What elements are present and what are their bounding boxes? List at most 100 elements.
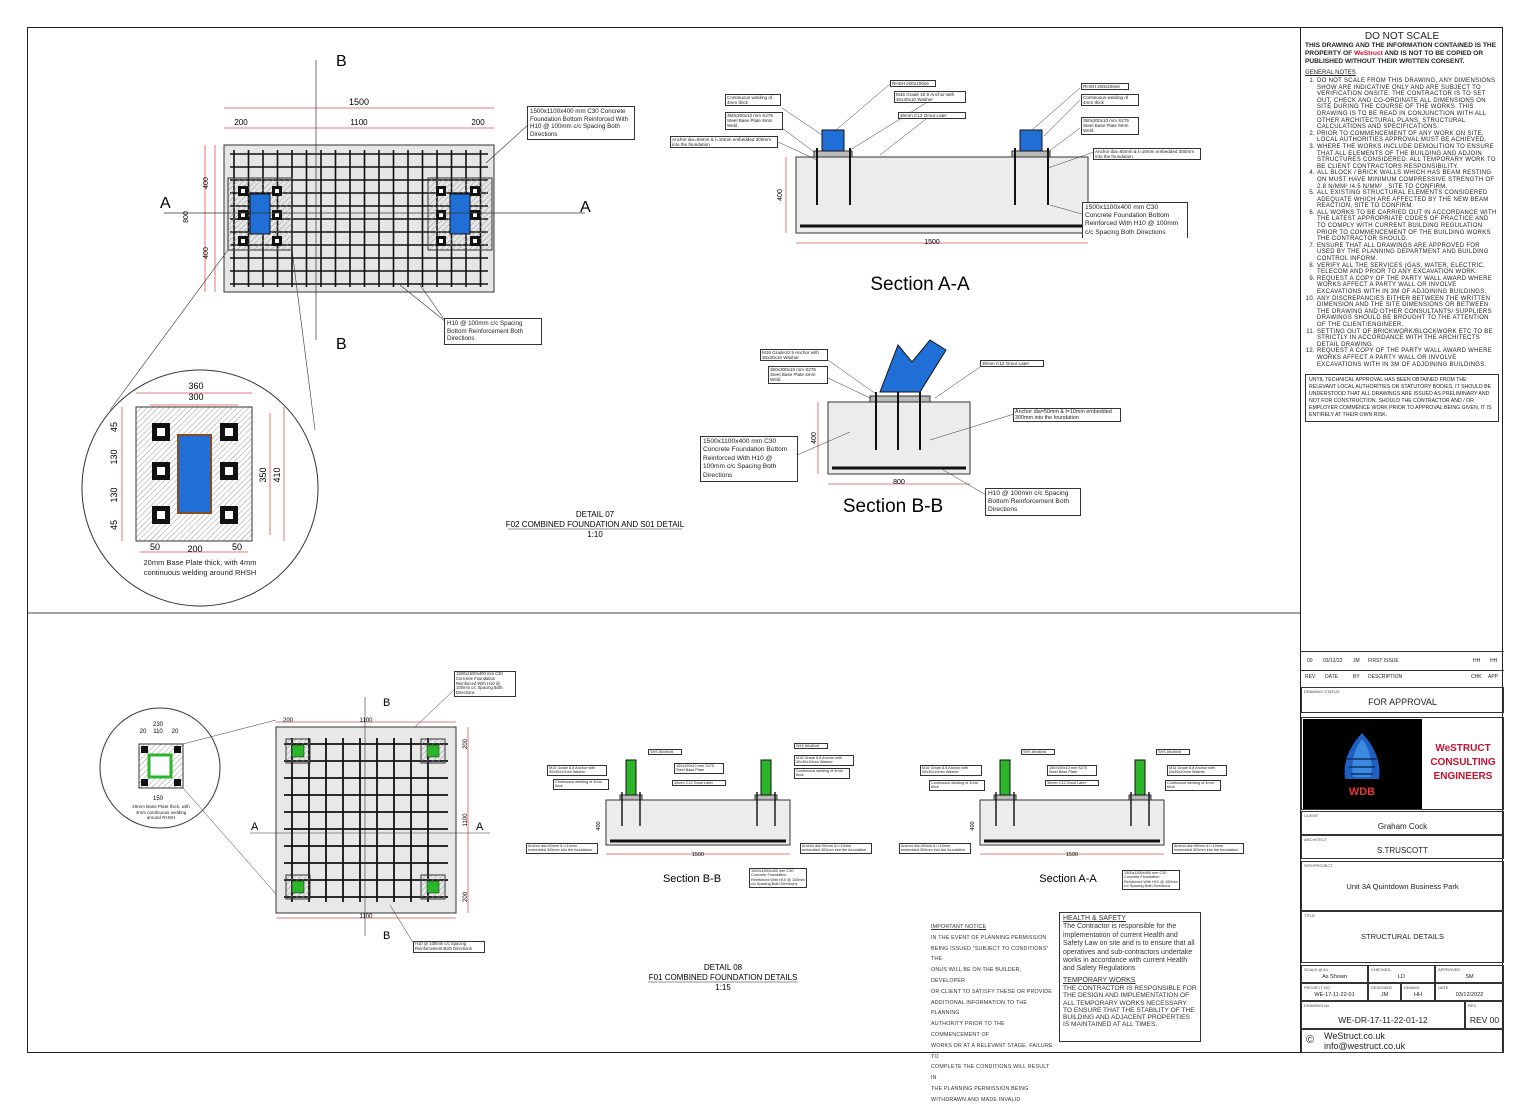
d07-sbb-foundation: 1500x1100x400 mm C30 Concrete Foundation… <box>700 436 798 482</box>
anchor-bolt-hole <box>157 467 165 475</box>
d07-rhs-left <box>249 193 271 235</box>
plate-dim-130b: 130 <box>109 487 119 502</box>
d08-dim-bottom: 1100 <box>360 914 374 920</box>
anchor-bolt-hole <box>275 239 279 243</box>
d08-saa-foundation: 1500x1500x400 mm C30 Concrete Foundation… <box>1122 870 1180 890</box>
scale-value: As Shown <box>1322 974 1347 980</box>
anchor-bolt-hole <box>439 189 443 193</box>
logo-icon: WDB <box>1344 733 1380 798</box>
date-cell: DATE 03/12/2022 <box>1435 983 1504 1001</box>
sp-dim-20a: 20 <box>140 729 147 735</box>
sp-dim-top: 230 <box>153 722 164 728</box>
rev-hdr-rev: REV <box>1305 674 1316 680</box>
project-no-value: WE-17-11-22-01 <box>1314 992 1355 998</box>
d07-saa-dim-width: 1500 <box>924 239 940 246</box>
drawing-sheet <box>27 27 1503 1053</box>
rev-label: REV <box>1468 1003 1477 1008</box>
anchor-bolt-hole <box>157 511 165 519</box>
d07-dim-h-bottom: 400 <box>203 247 210 259</box>
d07-saa-rhs-left-label: RHSH 200x100x6 <box>890 80 936 88</box>
drawing-no-cell: DRAWING No WE-DR-17-11-22-01-12 <box>1301 1001 1465 1029</box>
d07-sbb-anchor: Anchor dia=50mm & l=10mm embedded 300mm … <box>1013 408 1121 423</box>
d08-dim-top-left: 200 <box>283 718 294 724</box>
architect-cell: ARCHITECT S.TRUSCOTT <box>1301 835 1504 859</box>
anchor-bolt-hole <box>241 239 245 243</box>
hs-temp-title: TEMPORARY WORKS <box>1063 976 1136 984</box>
drawing-no-value: WE-DR-17-11-22-01-12 <box>1338 1015 1428 1025</box>
project-cell: SITE/PROJECT Unit 3A Quintdown Business … <box>1301 861 1504 911</box>
d08-saa-shs-left <box>999 759 1011 796</box>
checked-value: LD <box>1397 974 1406 980</box>
d07-saa-foundation: 1500x1100x400 mm C30 Concrete Foundation… <box>1082 202 1188 238</box>
d08-dim-right-mid: 1100 <box>463 813 469 827</box>
plate-dim-200: 200 <box>187 544 202 554</box>
drawn-label: DRAWN <box>1404 985 1419 990</box>
d08-marker-a-left: A <box>251 821 259 833</box>
property-brand: WeStruct <box>1353 50 1383 57</box>
project-label: SITE/PROJECT <box>1304 863 1333 868</box>
d08-sbb-title: Section B-B <box>663 873 721 885</box>
d08-sbb-foundation: 1500x1500x400 mm C30 Concrete Foundation… <box>749 868 807 888</box>
d07-dim-right: 200 <box>471 118 485 127</box>
approved-label: APPROVED <box>1438 967 1461 972</box>
company-name: WeSTRUCT CONSULTING ENGINEERS <box>1423 742 1503 784</box>
plate-dim-50a: 50 <box>150 542 160 552</box>
email-link[interactable]: info@westruct.co.uk <box>1324 1041 1406 1051</box>
d08-sbb-weld-left: Continuous welding of 4mm thick <box>553 779 609 790</box>
d08-subtitle: F01 COMBINED FOUNDATION DETAILS <box>649 973 798 982</box>
approved-cell: APPROVED SM <box>1435 965 1504 983</box>
client-label: CLIENT <box>1304 813 1319 818</box>
notice-line-8: COMPLETE THE CONDITIONS WILL RESULT IN <box>931 1064 1050 1082</box>
d08-saa-weld-right: Continuous welding of 4mm thick <box>1165 780 1221 791</box>
architect-value: S.TRUSCOTT <box>1376 846 1429 855</box>
d07-base-plate-detail: 360 300 45 130 130 45 350 410 50 200 50 <box>81 369 319 607</box>
website-link[interactable]: WeStruct.co.uk <box>1324 1031 1385 1041</box>
d07-scale: 1:10 <box>587 530 603 539</box>
company-logo-cell: WDB WeSTRUCT CONSULTING ENGINEERS <box>1301 717 1504 810</box>
d08-saa-plate: 150x150x10 mm S275 Steel Base Plate <box>1047 765 1097 776</box>
d08-saa-grout: 30mm C12 Grout Later <box>1045 780 1099 787</box>
d08-saa-shs-left-label: SHS 80x80x6 <box>1021 749 1055 756</box>
designed-value: JM <box>1380 992 1389 998</box>
d07-callout-foundation: 1500x1100x400 mm C30 Concrete Foundation… <box>527 106 635 141</box>
d07-saa-grout: 30mm C12 Grout Later <box>898 112 966 120</box>
project-value: Unit 3A Quintdown Business Park <box>1346 882 1459 891</box>
notice-line-10: WITHDRAWN AND MADE INVALID <box>931 1096 1021 1103</box>
d07-dim-h-total: 800 <box>183 211 190 223</box>
checked-cell: CHECKED LD <box>1368 965 1435 983</box>
notice-line-0: IMPORTANT NOTICE <box>931 924 987 930</box>
property-line-3: PUBLISHED WITHOUT THEIR WRITTEN CONSENT. <box>1305 58 1465 65</box>
d07-section-bb: 800 400 Section B-B <box>796 339 1015 517</box>
d08-sbb-anchor-right: M16 Grade 8.8 Anchor with 30x30x10mm Was… <box>794 755 854 766</box>
d08-dim-right-bottom: 200 <box>463 891 469 902</box>
note-item: ENSURE THAT ALL DRAWINGS ARE APPROVED FO… <box>1317 243 1499 263</box>
d07-dim-left: 200 <box>234 118 248 127</box>
anchor-bolt-hole <box>225 428 233 436</box>
title-cell: TITLE STRUCTURAL DETAILS <box>1301 911 1504 963</box>
rev-row-rev: 00 <box>1307 658 1313 664</box>
plate-note: 20mm Base Plate thick, with 4mm continuo… <box>143 558 257 577</box>
d07-sbb-rebar: H10 @ 100mm c/c Spacing Bottom Reinforce… <box>985 488 1081 516</box>
property-line-2: PROPERTY OF WeStruct AND IS NOT TO BE CO… <box>1305 50 1499 58</box>
plate-dim-inner: 300 <box>188 392 203 402</box>
d07-rhs-right <box>449 193 471 235</box>
notice-line-9: THE PLANNING PERMISSION BEING <box>931 1085 1029 1092</box>
rev-row-desc: FIRST ISSUE <box>1368 658 1399 664</box>
notice-line-1: IN THE EVENT OF PLANNING PERMISSION <box>931 934 1047 941</box>
note-item: ALL BLOCK / BRICK WALLS WHICH HAS BEAM R… <box>1317 170 1499 190</box>
d08-saa-shs-right <box>1134 759 1146 796</box>
d08-sbb-shs-left <box>625 759 637 796</box>
rev-value: REV 00 <box>1469 1015 1500 1025</box>
anchor-bolt-hole <box>473 239 477 243</box>
rev-row-chk: HH <box>1473 658 1481 664</box>
d07-sbb-rhs <box>879 339 947 393</box>
approval-box: UNTIL TECHNICAL APPROVAL HAS BEEN OBTAIN… <box>1305 374 1499 423</box>
anchor-bolt-hole <box>225 511 233 519</box>
d08-sbb-shs-left-label: SHS 80x80x6 <box>648 749 682 756</box>
d07-dim-h-top: 400 <box>203 177 210 189</box>
plate-dim-45a: 45 <box>109 422 119 432</box>
d08-sbb-dim-depth: 400 <box>596 821 602 830</box>
d07-marker-b-top: B <box>336 53 347 70</box>
note-item: ALL WORKS TO BE CARRIED OUT IN ACCORDANC… <box>1317 210 1499 243</box>
contact-cell: © WeStruct.co.uk info@westruct.co.uk <box>1301 1029 1504 1053</box>
